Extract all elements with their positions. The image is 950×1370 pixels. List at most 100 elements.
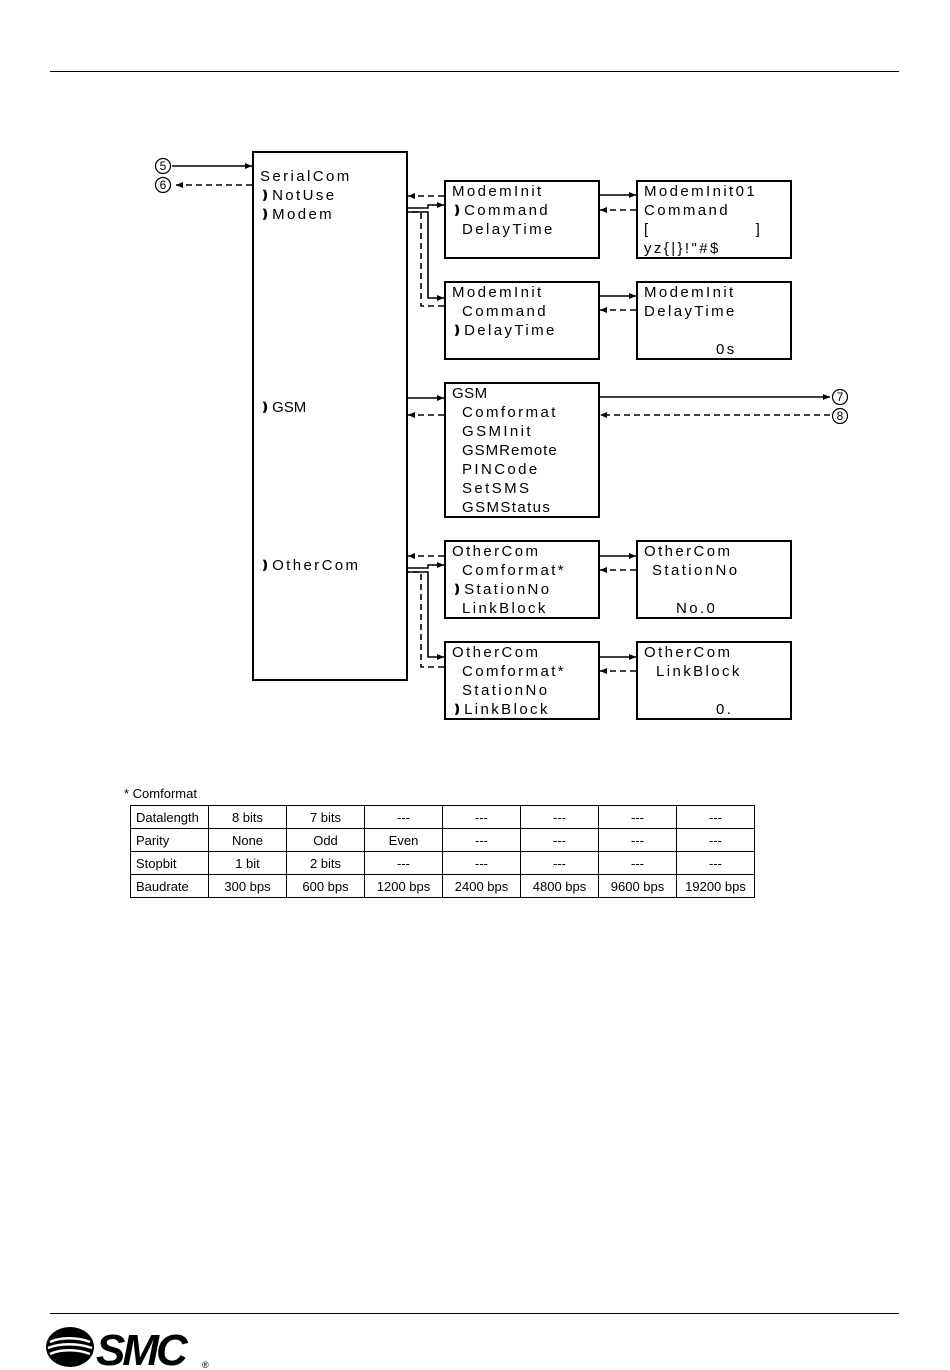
menu-item-linkblock: LinkBlock — [462, 600, 548, 617]
menu-item-setsms: SetSMS — [462, 480, 532, 497]
command-input-brackets: [ ] — [644, 221, 763, 238]
table-cell: 2400 bps — [442, 874, 521, 898]
screen-title: ModemInit — [452, 183, 544, 200]
svg-text:5: 5 — [160, 159, 167, 173]
table-cell: 9600 bps — [598, 874, 677, 898]
table-cell: 1 bit — [208, 851, 287, 875]
smc-swirl-icon — [46, 1327, 94, 1367]
pointer-icon: ❫ — [452, 702, 463, 716]
delaytime-label: DelayTime — [644, 303, 737, 320]
othercom-station-value-screen: OtherCom StationNo No.0 — [636, 540, 792, 619]
menu-item-gsmremote: GSMRemote — [462, 442, 558, 459]
table-cell: Odd — [286, 828, 365, 852]
connector-7: 7 — [831, 388, 849, 406]
menu-item-pincode: PINCode — [462, 461, 540, 478]
arrow-modem-to-init-a — [408, 202, 444, 209]
row-header: Parity — [130, 828, 209, 852]
othercom-link-value-screen: OtherCom LinkBlock 0. — [636, 641, 792, 720]
othercom-linkblock-screen: OtherCom Comformat* StationNo ❫LinkBlock — [444, 641, 600, 720]
table-row: Datalength 8 bits 7 bits --- --- --- ---… — [130, 805, 755, 829]
table-cell: 2 bits — [286, 851, 365, 875]
pointer-icon: ❫ — [260, 558, 271, 572]
screen-title: OtherCom — [644, 543, 733, 560]
table-cell: --- — [598, 828, 677, 852]
menu-item-comformat: Comformat — [462, 404, 558, 421]
screen-title: SerialCom — [260, 168, 352, 185]
linkblock-label: LinkBlock — [656, 663, 742, 680]
comformat-table: Datalength 8 bits 7 bits --- --- --- ---… — [130, 805, 755, 898]
row-header: Baudrate — [130, 874, 209, 898]
menu-item-stationno: ❫StationNo — [452, 581, 552, 598]
menu-item-gsminit: GSMInit — [462, 423, 533, 440]
screen-title: OtherCom — [452, 543, 541, 560]
menu-item-comformat: Comformat* — [462, 562, 567, 579]
menu-item-command: Command — [462, 303, 548, 320]
stationno-label: StationNo — [652, 562, 740, 579]
arrow-other-back-b — [408, 571, 444, 668]
table-cell: --- — [364, 851, 443, 875]
connector-6: 6 — [154, 176, 172, 194]
menu-item-gsm: ❫GSM — [260, 399, 307, 416]
othercom-stationno-screen: OtherCom Comformat* ❫StationNo LinkBlock — [444, 540, 600, 619]
screen-title: OtherCom — [452, 644, 541, 661]
table-cell: --- — [442, 851, 521, 875]
connector-8: 8 — [831, 407, 849, 425]
table-cell: --- — [364, 805, 443, 829]
menu-item-notuse: ❫NotUse — [260, 187, 337, 204]
table-cell: --- — [442, 805, 521, 829]
pointer-icon: ❫ — [452, 323, 463, 337]
pointer-icon: ❫ — [452, 582, 463, 596]
modeminit01-screen: ModemInit01 Command [ ] yz{|}!"#$ — [636, 180, 792, 259]
table-cell: Even — [364, 828, 443, 852]
table-cell: 8 bits — [208, 805, 287, 829]
command-charset: yz{|}!"#$ — [644, 240, 721, 257]
gsm-menu-screen: GSM Comformat GSMInit GSMRemote PINCode … — [444, 382, 600, 518]
table-cell: --- — [676, 828, 755, 852]
menu-item-modem: ❫Modem — [260, 206, 335, 223]
comformat-note: * Comformat — [124, 786, 197, 801]
modeminit-command-screen: ModemInit ❫Command DelayTime — [444, 180, 600, 259]
table-cell: 300 bps — [208, 874, 287, 898]
pointer-icon: ❫ — [452, 203, 463, 217]
linkblock-value: 0. — [716, 701, 734, 718]
table-cell: None — [208, 828, 287, 852]
menu-item-delaytime: DelayTime — [462, 221, 555, 238]
menu-item-othercom: ❫OtherCom — [260, 557, 361, 574]
pointer-icon: ❫ — [260, 188, 271, 202]
table-cell: --- — [520, 851, 599, 875]
command-label: Command — [644, 202, 730, 219]
registered-mark: ® — [202, 1360, 209, 1369]
flow-connectors: 5 6 7 8 — [154, 157, 849, 674]
serialcom-menu-screen: SerialCom ❫NotUse ❫Modem ❫GSM ❫OtherCom — [252, 151, 408, 681]
arrow-other-to-a — [408, 562, 444, 569]
header-rule — [50, 71, 899, 72]
menu-item-command: ❫Command — [452, 202, 551, 219]
smc-logo: SMC ® — [46, 1326, 209, 1369]
table-cell: --- — [676, 805, 755, 829]
table-cell: 7 bits — [286, 805, 365, 829]
svg-text:6: 6 — [160, 178, 167, 192]
screen-title: GSM — [452, 385, 488, 402]
table-row: Baudrate 300 bps 600 bps 1200 bps 2400 b… — [130, 874, 755, 898]
screen-title: ModemInit01 — [644, 183, 758, 200]
logo-wordmark: SMC — [96, 1326, 189, 1369]
table-cell: 1200 bps — [364, 874, 443, 898]
svg-text:7: 7 — [837, 390, 844, 404]
row-header: Stopbit — [130, 851, 209, 875]
screen-title: OtherCom — [644, 644, 733, 661]
table-row: Parity None Odd Even --- --- --- --- — [130, 828, 755, 852]
table-cell: 600 bps — [286, 874, 365, 898]
arrow-modem-to-init-b — [408, 211, 444, 301]
modeminit-delay-value-screen: ModemInit DelayTime 0s — [636, 281, 792, 360]
modeminit-delaytime-screen: ModemInit Command ❫DelayTime — [444, 281, 600, 360]
menu-item-comformat: Comformat* — [462, 663, 567, 680]
table-cell: 19200 bps — [676, 874, 755, 898]
menu-item-gsmstatus: GSMStatus — [462, 499, 552, 516]
row-header: Datalength — [130, 805, 209, 829]
pointer-icon: ❫ — [260, 207, 271, 221]
table-cell: --- — [598, 805, 677, 829]
menu-item-stationno: StationNo — [462, 682, 550, 699]
table-cell: --- — [598, 851, 677, 875]
svg-text:8: 8 — [837, 409, 844, 423]
